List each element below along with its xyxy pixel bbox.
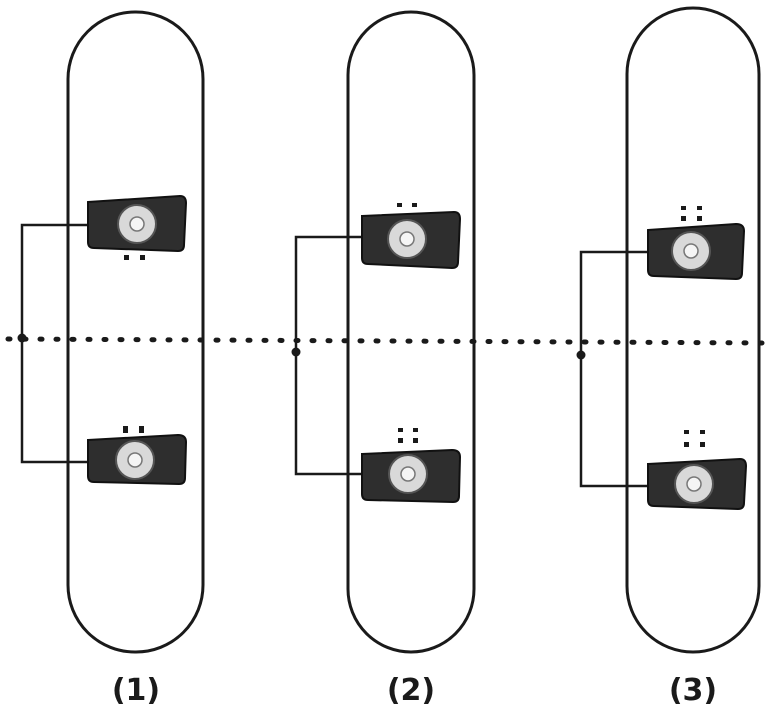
binding-3-front bbox=[647, 206, 746, 281]
board-label-3: (3) bbox=[669, 673, 717, 708]
centerline bbox=[5, 336, 773, 346]
board-3 bbox=[576, 6, 761, 654]
binding-1-rear bbox=[87, 426, 188, 486]
board-label-1: (1) bbox=[112, 673, 160, 708]
board-2 bbox=[291, 10, 476, 654]
snowboard-outline-2 bbox=[346, 10, 476, 654]
snowboard-outline-3 bbox=[625, 6, 761, 654]
board-1 bbox=[17, 10, 205, 654]
snowboard-outline-1 bbox=[66, 10, 205, 654]
stance-bracket-3 bbox=[579, 250, 650, 488]
stance-bracket-1 bbox=[20, 223, 92, 464]
binding-3-rear bbox=[647, 430, 748, 511]
binding-1-front bbox=[87, 194, 188, 260]
board-label-2: (2) bbox=[387, 673, 435, 708]
binding-2-rear bbox=[361, 428, 462, 504]
binding-2-front bbox=[361, 203, 462, 270]
